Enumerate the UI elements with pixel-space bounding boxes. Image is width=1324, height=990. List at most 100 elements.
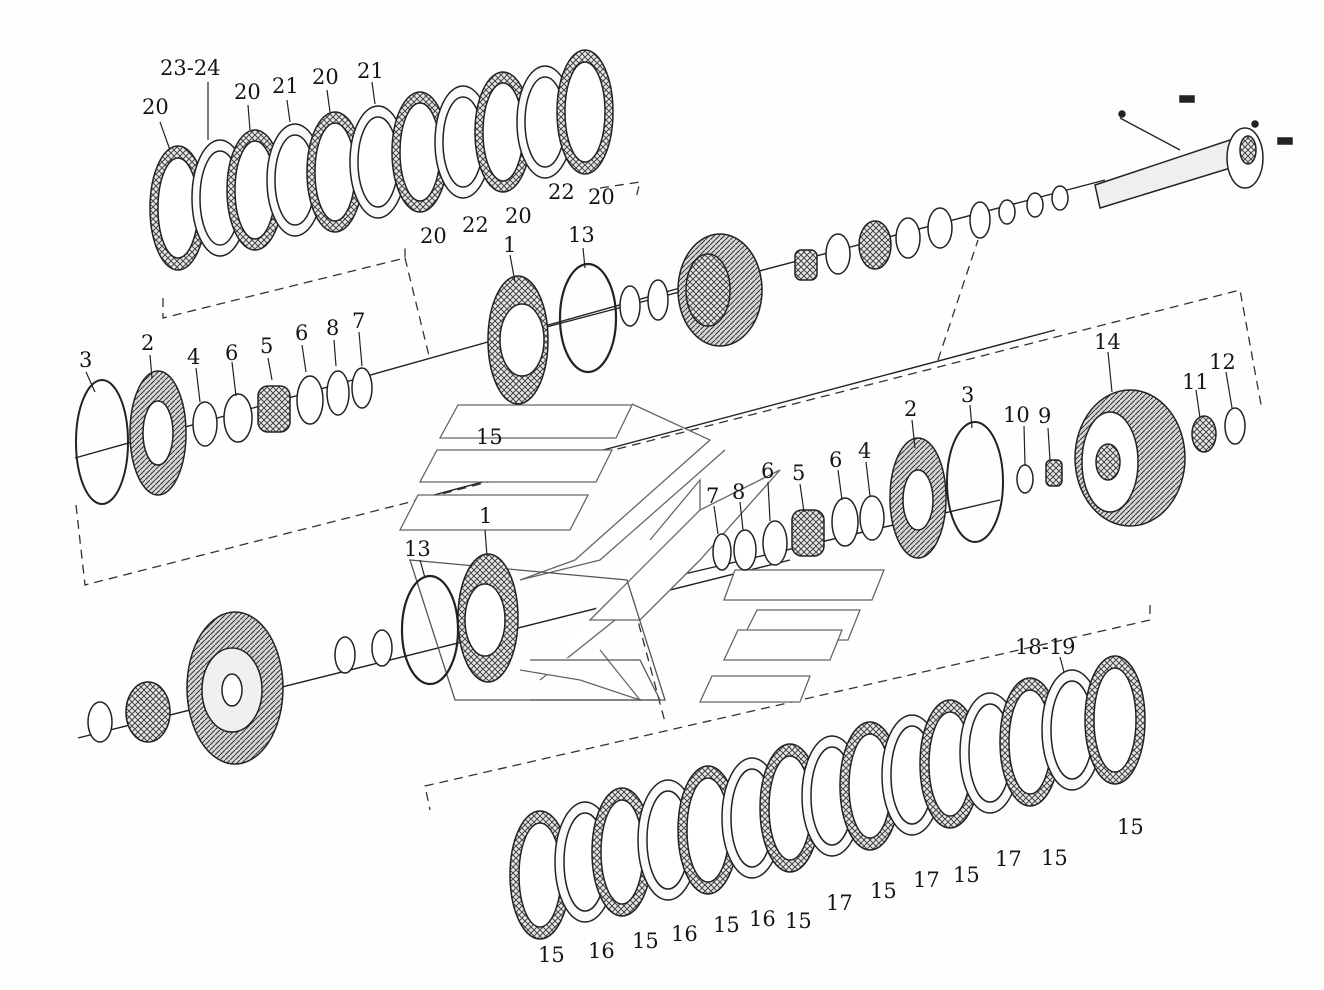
ring-8-right	[733, 529, 757, 571]
bearing-9	[1045, 459, 1063, 487]
plate-b15	[1084, 655, 1146, 785]
ring-lower-a	[371, 629, 393, 667]
ring-lower-b	[334, 636, 356, 674]
ring-7-upper	[351, 367, 373, 409]
ring-3-upper	[75, 379, 129, 505]
label-2-upper: 2	[141, 331, 154, 355]
label-20d: 20	[420, 224, 447, 248]
ring-upper-g	[998, 199, 1016, 225]
right-drum-assembly	[712, 389, 1246, 571]
plate-20-c	[306, 111, 364, 233]
label-10: 10	[1003, 403, 1030, 427]
upper-left-labels: 3 2 4 6 5 6 8 7 1 13 15	[79, 223, 595, 449]
label-b4: 16	[671, 922, 698, 946]
label-20c: 20	[312, 65, 339, 89]
label-5-upper: 5	[260, 334, 273, 358]
label-b1: 15	[538, 943, 565, 967]
label-b7: 15	[785, 909, 812, 933]
label-20a: 20	[142, 95, 169, 119]
label-8-upper: 8	[326, 316, 339, 340]
snap-ring-13-upper	[558, 262, 618, 374]
label-13-upper: 13	[568, 223, 595, 247]
label-b12: 17	[995, 847, 1022, 871]
ring-10	[1016, 464, 1034, 494]
label-b6: 16	[749, 907, 776, 931]
label-6a-right: 6	[829, 448, 842, 472]
ring-upper-i	[1051, 185, 1069, 211]
label-22b: 22	[548, 180, 575, 204]
label-20b: 20	[234, 80, 261, 104]
output-shaft	[1094, 95, 1293, 209]
label-b3: 15	[632, 929, 659, 953]
gear-lower	[186, 611, 284, 765]
label-5-right: 5	[792, 461, 805, 485]
drum-14	[1074, 389, 1186, 527]
ring-6a-right	[831, 497, 859, 547]
ring-12	[1224, 407, 1246, 445]
label-b14: 15	[1117, 815, 1144, 839]
label-13-lower: 13	[404, 537, 431, 561]
bearing-upper-b	[858, 220, 892, 270]
label-b11: 15	[953, 863, 980, 887]
label-b9: 15	[870, 879, 897, 903]
ring-6b-right	[762, 520, 788, 566]
label-8-right: 8	[732, 480, 745, 504]
label-14: 14	[1094, 330, 1121, 354]
label-22a: 22	[462, 213, 489, 237]
label-9: 9	[1038, 404, 1051, 428]
ring-6b-upper	[296, 375, 324, 425]
label-23-24: 23-24	[160, 56, 221, 80]
bearing-upper	[794, 249, 818, 281]
label-7-right: 7	[706, 484, 719, 508]
label-20f: 20	[588, 185, 615, 209]
plate-b1	[509, 810, 571, 940]
snap-ring-13-lower	[400, 574, 460, 686]
bearing-lower	[125, 681, 171, 743]
top-labels: 20 23-24 20 21 20 21 20 22 20 22 20	[142, 56, 615, 248]
label-1-upper: 1	[503, 233, 516, 257]
ring-upper-f	[969, 201, 991, 239]
hub-gear-upper	[677, 233, 763, 347]
label-20e: 20	[505, 204, 532, 228]
bottom-clutch-pack	[509, 655, 1146, 940]
label-21b: 21	[357, 59, 384, 83]
label-leaders	[85, 81, 1233, 673]
plate-20-e	[474, 71, 532, 193]
lower-labels: 13 1 18-19	[404, 504, 1076, 659]
label-6b-upper: 6	[295, 321, 308, 345]
disc-1-upper	[487, 275, 549, 405]
label-b5: 15	[713, 913, 740, 937]
ring-upper-e	[927, 207, 953, 249]
center-box	[409, 559, 666, 701]
ring-upper-b	[647, 279, 669, 321]
ring-3-right	[946, 421, 1004, 543]
label-11: 11	[1182, 370, 1209, 394]
upper-left-assembly	[75, 185, 1069, 505]
ring-upper-h	[1026, 192, 1044, 218]
spring-5-upper	[257, 385, 291, 433]
label-12: 12	[1209, 350, 1236, 374]
ring-4-right	[859, 495, 885, 541]
ring-6a-upper	[223, 393, 253, 443]
ring-4-upper	[192, 401, 218, 447]
label-15-center: 15	[476, 425, 503, 449]
label-3-right: 3	[961, 383, 974, 407]
label-3-upper: 3	[79, 348, 92, 372]
bottom-labels: 15 16 15 16 15 16 15 17 15 17 15 17 15 1…	[538, 815, 1144, 967]
label-2-right: 2	[904, 397, 917, 421]
label-4-right: 4	[858, 439, 871, 463]
label-6a-upper: 6	[225, 341, 238, 365]
plate-21-b	[349, 105, 407, 219]
disc-1-lower	[457, 553, 519, 683]
spring-5-right	[791, 509, 825, 557]
label-6b-right: 6	[761, 459, 774, 483]
ring-lower-c	[87, 701, 113, 743]
label-b2: 16	[588, 939, 615, 963]
ring-8-upper	[326, 370, 350, 416]
bearing-11	[1191, 415, 1217, 453]
piston-2-upper	[129, 370, 187, 496]
label-b13: 15	[1041, 846, 1068, 870]
ring-upper-a	[619, 285, 641, 327]
